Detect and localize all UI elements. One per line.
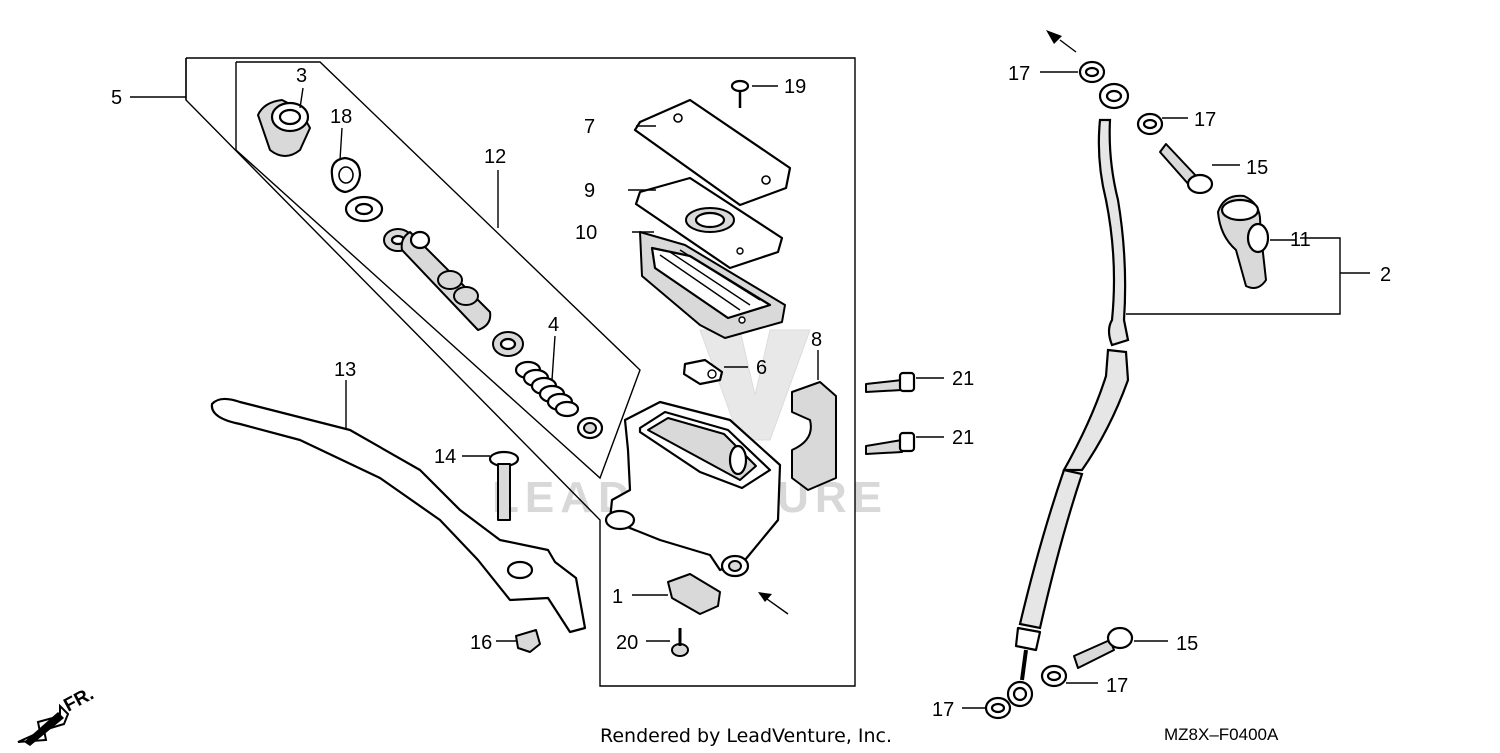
hose-joint-part bbox=[1217, 194, 1270, 289]
callout-18: 18 bbox=[330, 106, 352, 128]
pivot-bolt-part bbox=[462, 450, 520, 521]
sealing-washer-part-4 bbox=[962, 696, 1012, 720]
callout-10: 10 bbox=[575, 222, 597, 244]
callout-17-top-left: 17 bbox=[1008, 63, 1030, 85]
pivot-nut-part bbox=[496, 629, 541, 653]
sealing-washer-part-3 bbox=[1040, 664, 1098, 688]
callout-17-top-right: 17 bbox=[1194, 109, 1216, 131]
brake-hose-part bbox=[1006, 30, 1370, 708]
callout-5: 5 bbox=[111, 87, 122, 109]
callout-labels: 1 2 3 4 5 6 7 8 9 10 11 12 13 14 15 15 1… bbox=[111, 63, 1391, 721]
holder-part bbox=[791, 350, 837, 491]
spring-part bbox=[514, 360, 580, 418]
piston-part bbox=[400, 230, 492, 331]
callout-17-bottom-left: 17 bbox=[932, 699, 954, 721]
callout-3: 3 bbox=[296, 65, 307, 87]
callout-17-bottom-right: 17 bbox=[1106, 675, 1128, 697]
reservoir-cap-part bbox=[633, 98, 792, 207]
callout-6: 6 bbox=[756, 357, 767, 379]
diaphragm-part bbox=[639, 231, 786, 339]
banjo-bolt-part-lower bbox=[1073, 626, 1168, 669]
diaphragm-plate-part bbox=[634, 176, 784, 270]
callout-14: 14 bbox=[434, 446, 456, 468]
end-seal-part bbox=[576, 416, 604, 440]
callout-7: 7 bbox=[584, 116, 595, 138]
callout-15-lower: 15 bbox=[1176, 633, 1198, 655]
clamp-part bbox=[682, 358, 748, 386]
washer-part bbox=[344, 195, 384, 223]
master-cylinder-body bbox=[604, 400, 782, 578]
boot-part bbox=[257, 99, 311, 157]
switch-screw-part bbox=[646, 628, 689, 657]
callout-8: 8 bbox=[811, 329, 822, 351]
callout-4: 4 bbox=[548, 314, 559, 336]
callout-19: 19 bbox=[784, 76, 806, 98]
callout-20: 20 bbox=[616, 632, 638, 654]
piston-kit-frame bbox=[235, 61, 641, 480]
sealing-washer-part-1 bbox=[1040, 60, 1106, 84]
circlip-part bbox=[330, 156, 362, 194]
callout-9: 9 bbox=[584, 180, 595, 202]
brake-lever-part bbox=[210, 380, 587, 634]
callout-21-lower: 21 bbox=[952, 427, 974, 449]
arrow-icon bbox=[758, 592, 789, 615]
banjo-bolt-part-upper bbox=[1159, 143, 1240, 195]
rendered-by-credit: Rendered by LeadVenture, Inc. bbox=[600, 725, 892, 747]
callout-15-upper: 15 bbox=[1246, 157, 1268, 179]
diagram-code: MZ8X–F0400A bbox=[1164, 725, 1279, 744]
callout-1: 1 bbox=[612, 586, 623, 608]
callout-11: 11 bbox=[1290, 229, 1311, 251]
callout-21-upper: 21 bbox=[952, 368, 974, 390]
callout-2: 2 bbox=[1380, 264, 1391, 286]
switch-part bbox=[632, 573, 721, 615]
callout-16: 16 bbox=[470, 632, 492, 654]
cup-part bbox=[492, 331, 524, 357]
callout-13: 13 bbox=[334, 359, 356, 381]
callout-12: 12 bbox=[484, 146, 506, 168]
assembly-frame bbox=[130, 57, 856, 687]
sealing-washer-part-2 bbox=[1136, 112, 1188, 136]
front-direction-indicator: FR. bbox=[17, 684, 97, 746]
bolt-part-lower bbox=[865, 431, 944, 455]
screw-part bbox=[730, 79, 778, 108]
bolt-part-upper bbox=[865, 371, 944, 393]
